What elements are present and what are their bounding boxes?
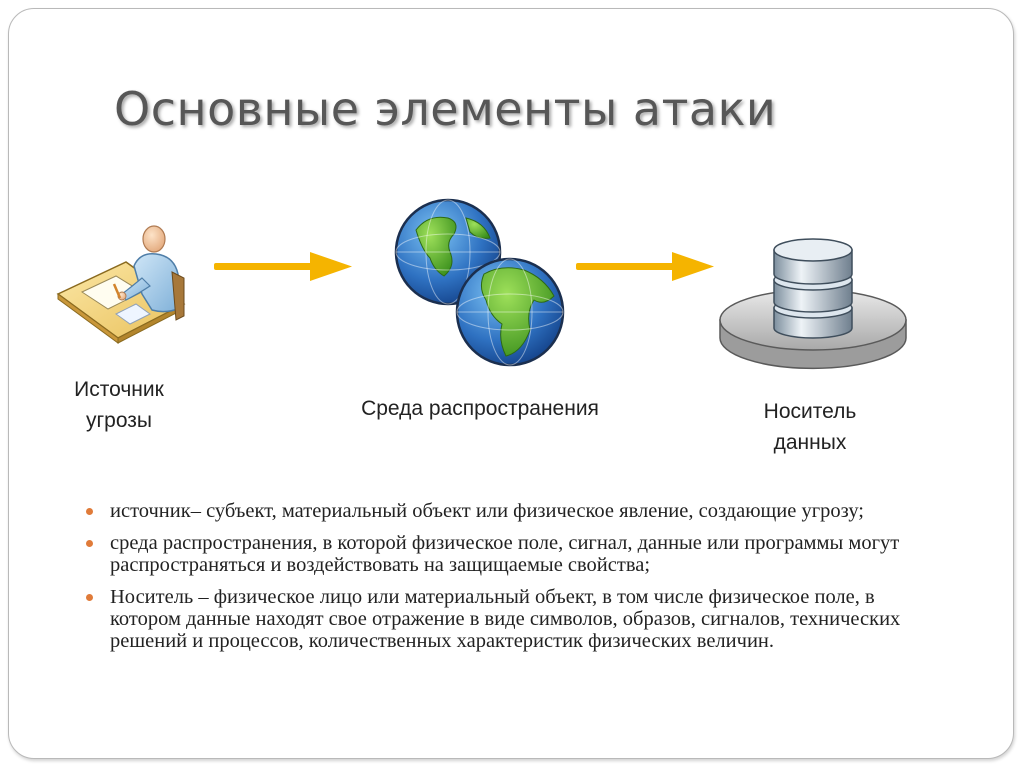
slide-title: Основные элементы атаки bbox=[114, 82, 777, 136]
definitions-list: источник– субъект, материальный объект и… bbox=[80, 500, 940, 662]
list-item: среда распространения, в которой физичес… bbox=[80, 532, 940, 576]
label-line: угрозы bbox=[85, 409, 152, 432]
slide-frame bbox=[8, 8, 1014, 759]
label-line: Источник bbox=[74, 378, 164, 401]
list-item: источник– субъект, материальный объект и… bbox=[80, 500, 940, 522]
person-at-desk-icon bbox=[56, 225, 186, 344]
arrow-right-icon bbox=[214, 252, 352, 281]
list-item-text: Носитель – физическое лицо или материаль… bbox=[110, 586, 901, 652]
bullet-icon bbox=[86, 594, 93, 601]
label-line: Носитель bbox=[763, 400, 857, 423]
list-item-text: источник– субъект, материальный объект и… bbox=[110, 500, 865, 522]
globe-icon bbox=[394, 198, 565, 367]
label-line: данных bbox=[773, 431, 847, 454]
node-label-medium: Среда распространения bbox=[320, 393, 640, 424]
label-line: Среда распространения bbox=[361, 397, 599, 420]
node-label-carrier: Носитель данных bbox=[730, 396, 890, 458]
list-item: Носитель – физическое лицо или материаль… bbox=[80, 586, 940, 652]
database-icon bbox=[719, 238, 907, 370]
bullet-icon bbox=[86, 540, 93, 547]
node-label-source: Источник угрозы bbox=[44, 374, 194, 436]
list-item-text: среда распространения, в которой физичес… bbox=[110, 532, 900, 576]
arrow-right-icon bbox=[576, 252, 714, 281]
bullet-icon bbox=[86, 508, 93, 515]
